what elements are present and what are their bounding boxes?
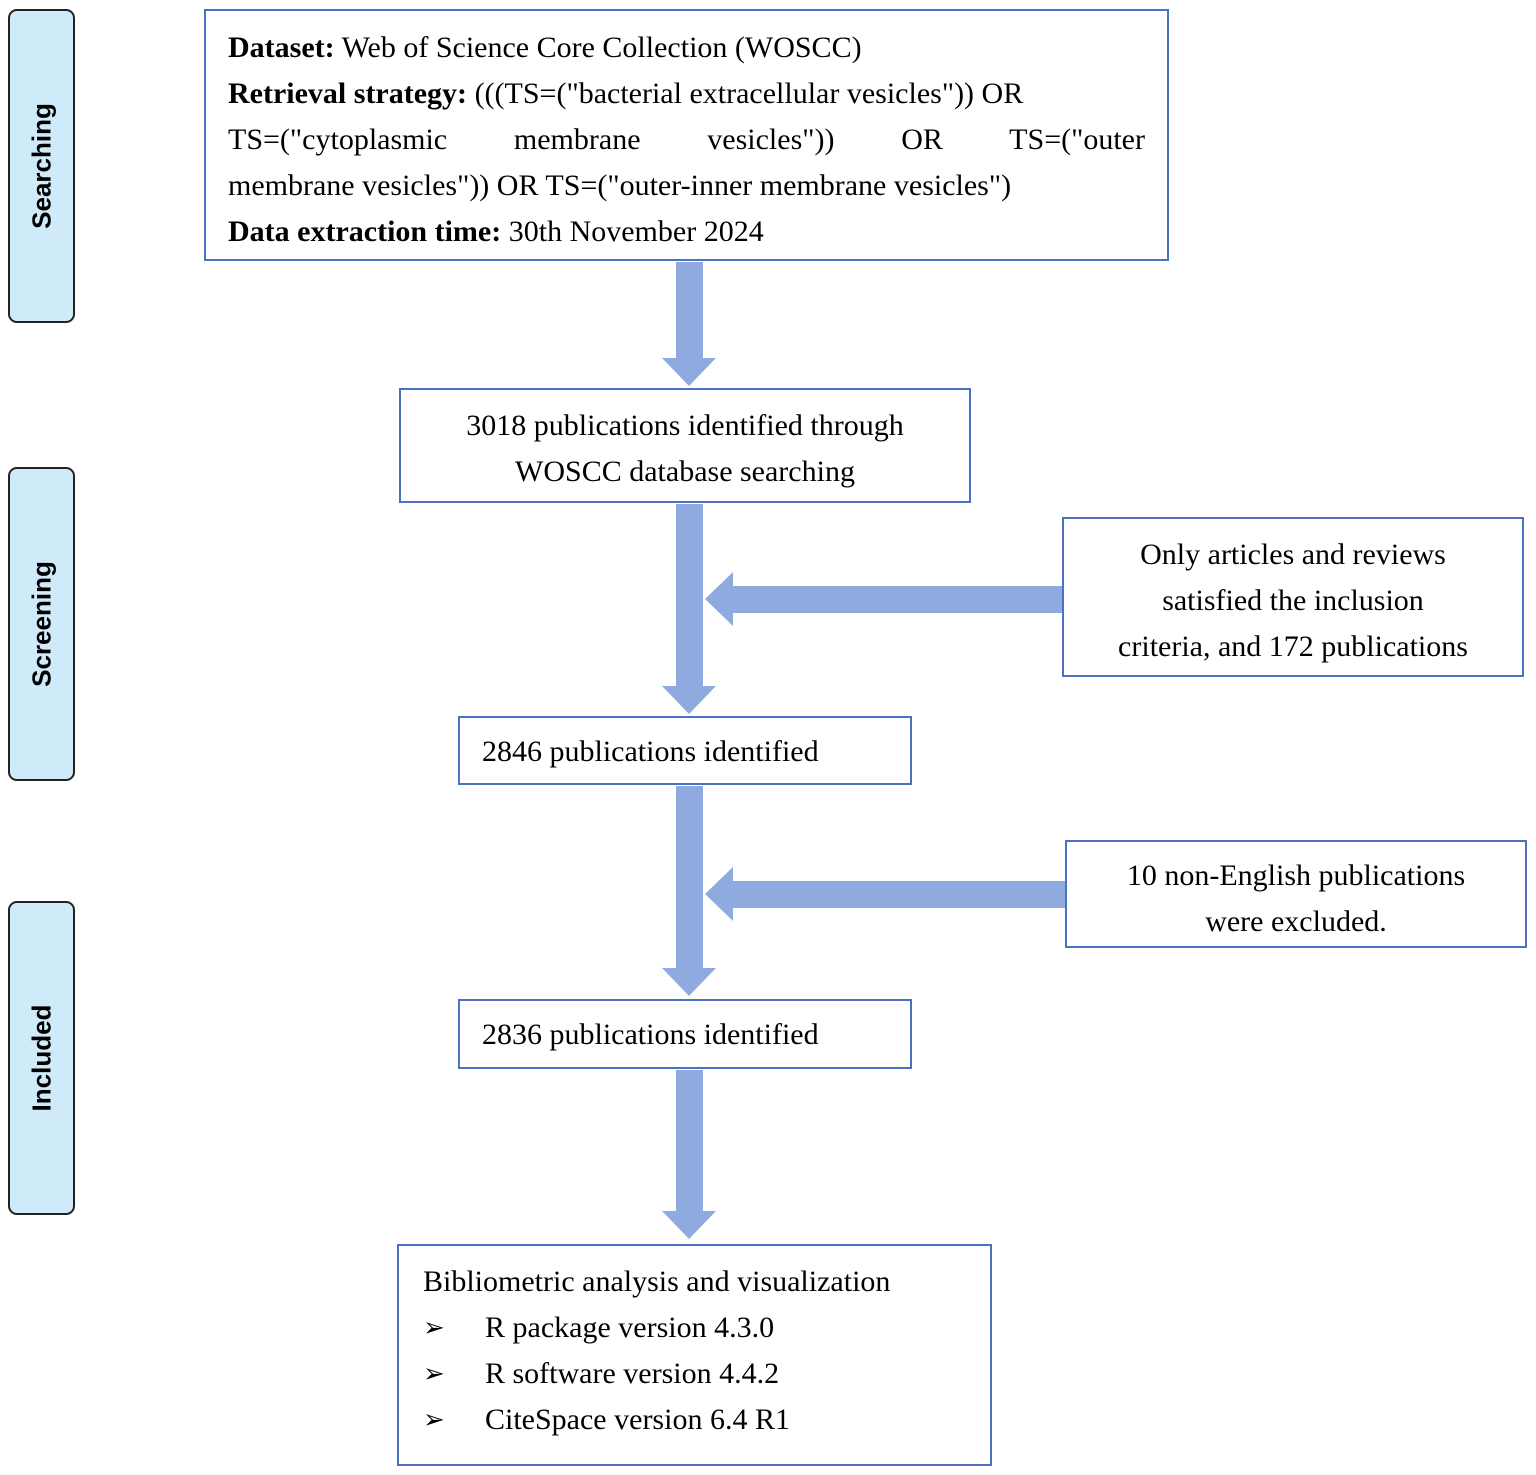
bullet-arrow-icon: ➢: [423, 1313, 445, 1343]
search-strategy-box: Dataset: Web of Science Core Collection …: [204, 9, 1169, 261]
bullet-arrow-icon: ➢: [423, 1359, 445, 1389]
identified-box: 3018 publications identified through WOS…: [399, 388, 971, 503]
strategy-label: Retrieval strategy:: [228, 77, 468, 110]
dataset-label: Dataset:: [228, 31, 335, 64]
identified-line-2: WOSCC database searching: [515, 455, 855, 488]
bullet-arrow-icon: ➢: [423, 1405, 445, 1435]
stage-searching: Searching: [8, 9, 75, 323]
analysis-title: Bibliometric analysis and visualization: [423, 1265, 891, 1298]
exclusion-line-2: were excluded.: [1205, 905, 1387, 938]
arrow-included-to-analysis: [662, 1070, 716, 1239]
analysis-item: ➢ R software version 4.4.2: [423, 1351, 990, 1397]
inclusion-line-1: Only articles and reviews: [1140, 538, 1446, 571]
screened-text: 2846 publications identified: [482, 735, 819, 768]
time-line: Data extraction time: 30th November 2024: [228, 209, 1145, 255]
arrow-screened-to-included: [662, 786, 716, 996]
stage-included: Included: [8, 901, 75, 1215]
dataset-line: Dataset: Web of Science Core Collection …: [228, 25, 1145, 71]
stage-label: Screening: [26, 561, 56, 687]
dataset-value: Web of Science Core Collection (WOSCC): [341, 31, 862, 64]
non-english-exclusion-box: 10 non-English publications were exclude…: [1065, 840, 1527, 948]
arrow-identified-to-screened: [662, 504, 716, 714]
inclusion-line-3: criteria, and 172 publications: [1118, 630, 1468, 663]
analysis-item-text: R software version 4.4.2: [485, 1357, 780, 1390]
time-label: Data extraction time:: [228, 215, 502, 248]
arrow-search-to-identified: [662, 262, 716, 386]
inclusion-line-2: satisfied the inclusion: [1162, 584, 1424, 617]
strategy-line-3: membrane vesicles")) OR TS=("outer-inner…: [228, 169, 1012, 202]
identified-line-1: 3018 publications identified through: [466, 409, 904, 442]
stage-label: Included: [26, 1004, 56, 1112]
time-value: 30th November 2024: [508, 215, 764, 248]
included-text: 2836 publications identified: [482, 1018, 819, 1051]
analysis-item: ➢ CiteSpace version 6.4 R1: [423, 1397, 990, 1443]
arrow-exclusion2: [705, 867, 1065, 921]
included-box: 2836 publications identified: [458, 999, 912, 1069]
inclusion-criteria-box: Only articles and reviews satisfied the …: [1062, 517, 1524, 677]
exclusion-line-1: 10 non-English publications: [1126, 859, 1466, 892]
analysis-item-text: CiteSpace version 6.4 R1: [485, 1403, 790, 1436]
strategy-line-1: Retrieval strategy: (((TS=("bacterial ex…: [228, 71, 1145, 117]
strategy-line-2: TS=("cytoplasmic membrane vesicles")) OR…: [228, 123, 1145, 156]
arrow-exclusion1: [705, 572, 1063, 626]
strategy-text-1: (((TS=("bacterial extracellular vesicles…: [474, 77, 1024, 110]
stage-screening: Screening: [8, 467, 75, 781]
screened-box: 2846 publications identified: [458, 716, 912, 785]
analysis-box: Bibliometric analysis and visualization …: [397, 1244, 992, 1466]
stage-label: Searching: [26, 103, 56, 229]
analysis-item-text: R package version 4.3.0: [485, 1311, 775, 1344]
analysis-item: ➢ R package version 4.3.0: [423, 1305, 990, 1351]
